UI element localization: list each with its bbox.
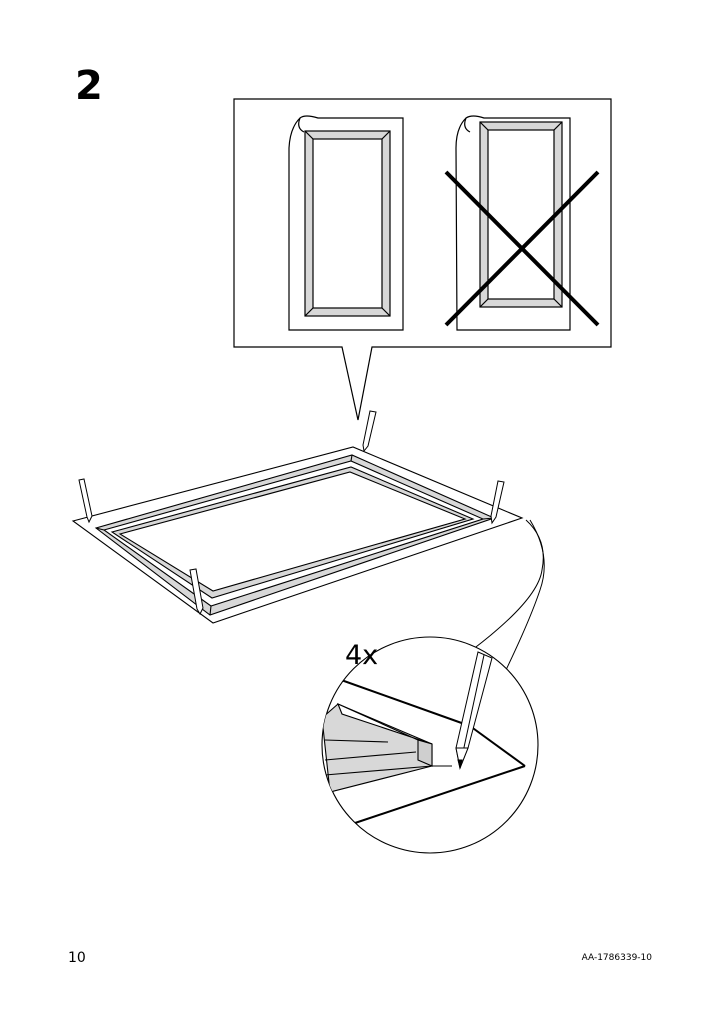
step-number: 2 [75,63,103,109]
frame-misaligned-crossed-icon [444,115,600,331]
magnifier-lines [471,519,545,673]
quantity-multiplier: 4x [345,640,379,671]
frame-aligned-on-paper-icon [288,115,404,331]
page-number: 10 [68,950,86,966]
document-code: AA-1786339-10 [581,953,652,963]
magnified-detail [321,636,539,854]
picture-frame [94,454,496,616]
pencil-icon [78,410,505,616]
pencil-icon [455,651,493,770]
